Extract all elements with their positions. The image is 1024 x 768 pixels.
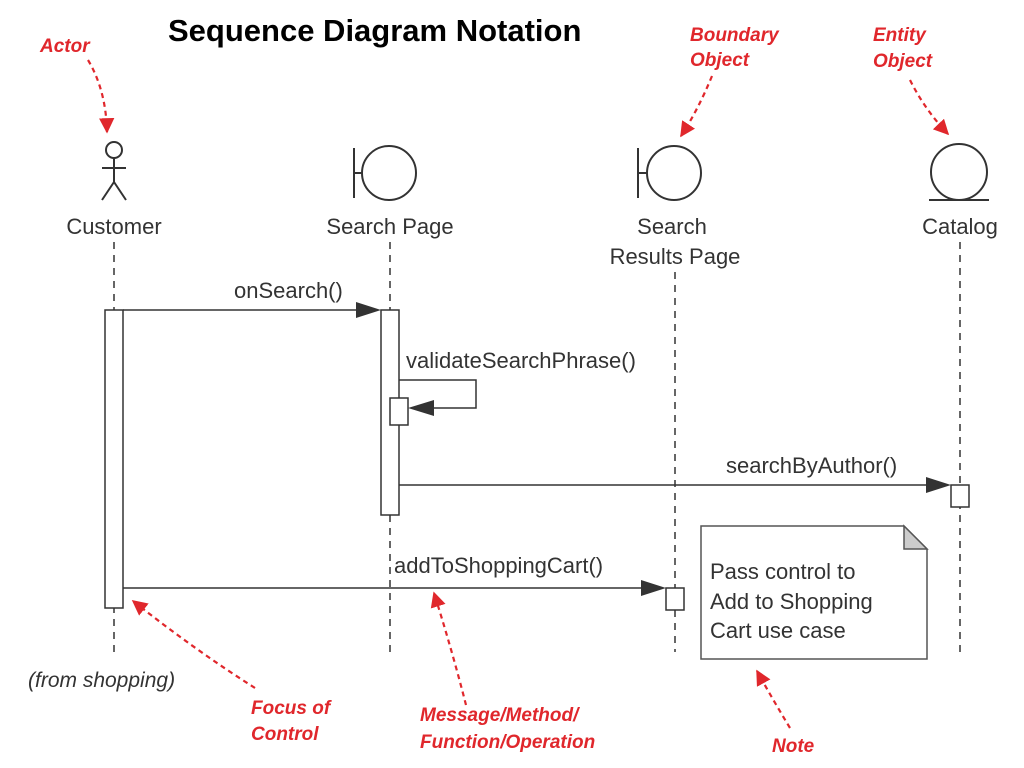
annotation-message-line-1: Message/Method/ [420,705,580,726]
from-shopping-label: (from shopping) [28,669,175,692]
annotation-arrow-note [756,669,791,729]
annotation-arrow-message [430,591,468,706]
annotation-boundary-line-2: Object [690,50,750,71]
lifeline-label-search-page: Search Page [326,214,453,239]
activation-catalog [950,484,970,508]
arrowhead-icon [641,580,666,596]
entity-object-icon [929,143,989,201]
message-label-searchbyauthor: searchByAuthor() [726,453,897,478]
annotation-focus-line-2: Control [251,724,319,745]
page-title: Sequence Diagram Notation [168,13,581,48]
annotation-entity-line-1: Entity [873,25,927,46]
lifeline-label-catalog: Catalog [922,214,998,239]
activation-search-page-self [389,397,409,426]
annotation-arrow-boundary [680,75,714,138]
note-line-1: Pass control to [710,559,856,584]
note-line-2: Add to Shopping [710,589,873,614]
actor-icon [101,141,127,201]
message-label-validate: validateSearchPhrase() [406,348,636,373]
boundary-object-icon [353,145,417,201]
arrowhead-icon [926,477,951,493]
lifeline-label-search-results-line-2: Results Page [610,244,741,269]
boundary-object-icon [637,145,702,201]
annotation-actor: Actor [39,36,91,57]
lifeline-label-customer: Customer [66,214,161,239]
message-arrow-validate [399,379,477,409]
annotation-entity-line-2: Object [873,51,933,72]
note-fold-icon [903,524,929,550]
arrowhead-icon [408,400,434,416]
note-line-3: Cart use case [710,618,846,643]
annotation-boundary-line-1: Boundary [690,25,780,46]
arrowhead-icon [356,302,381,318]
activation-customer [104,309,124,609]
message-label-addtoshoppingcart: addToShoppingCart() [394,553,603,578]
message-label-onsearch: onSearch() [234,278,343,303]
activation-search-results [665,587,685,611]
annotation-focus-line-1: Focus of [251,698,332,719]
annotation-message-line-2: Function/Operation [420,732,595,753]
activation-bars [104,309,970,611]
annotation-arrow-actor [87,59,115,134]
annotation-arrow-entity [909,79,950,136]
annotation-arrow-focus [131,600,256,689]
annotation-note: Note [772,736,815,757]
note-box: Pass control to Add to Shopping Cart use… [700,524,929,660]
lifeline-label-search-results-line-1: Search [637,214,707,239]
